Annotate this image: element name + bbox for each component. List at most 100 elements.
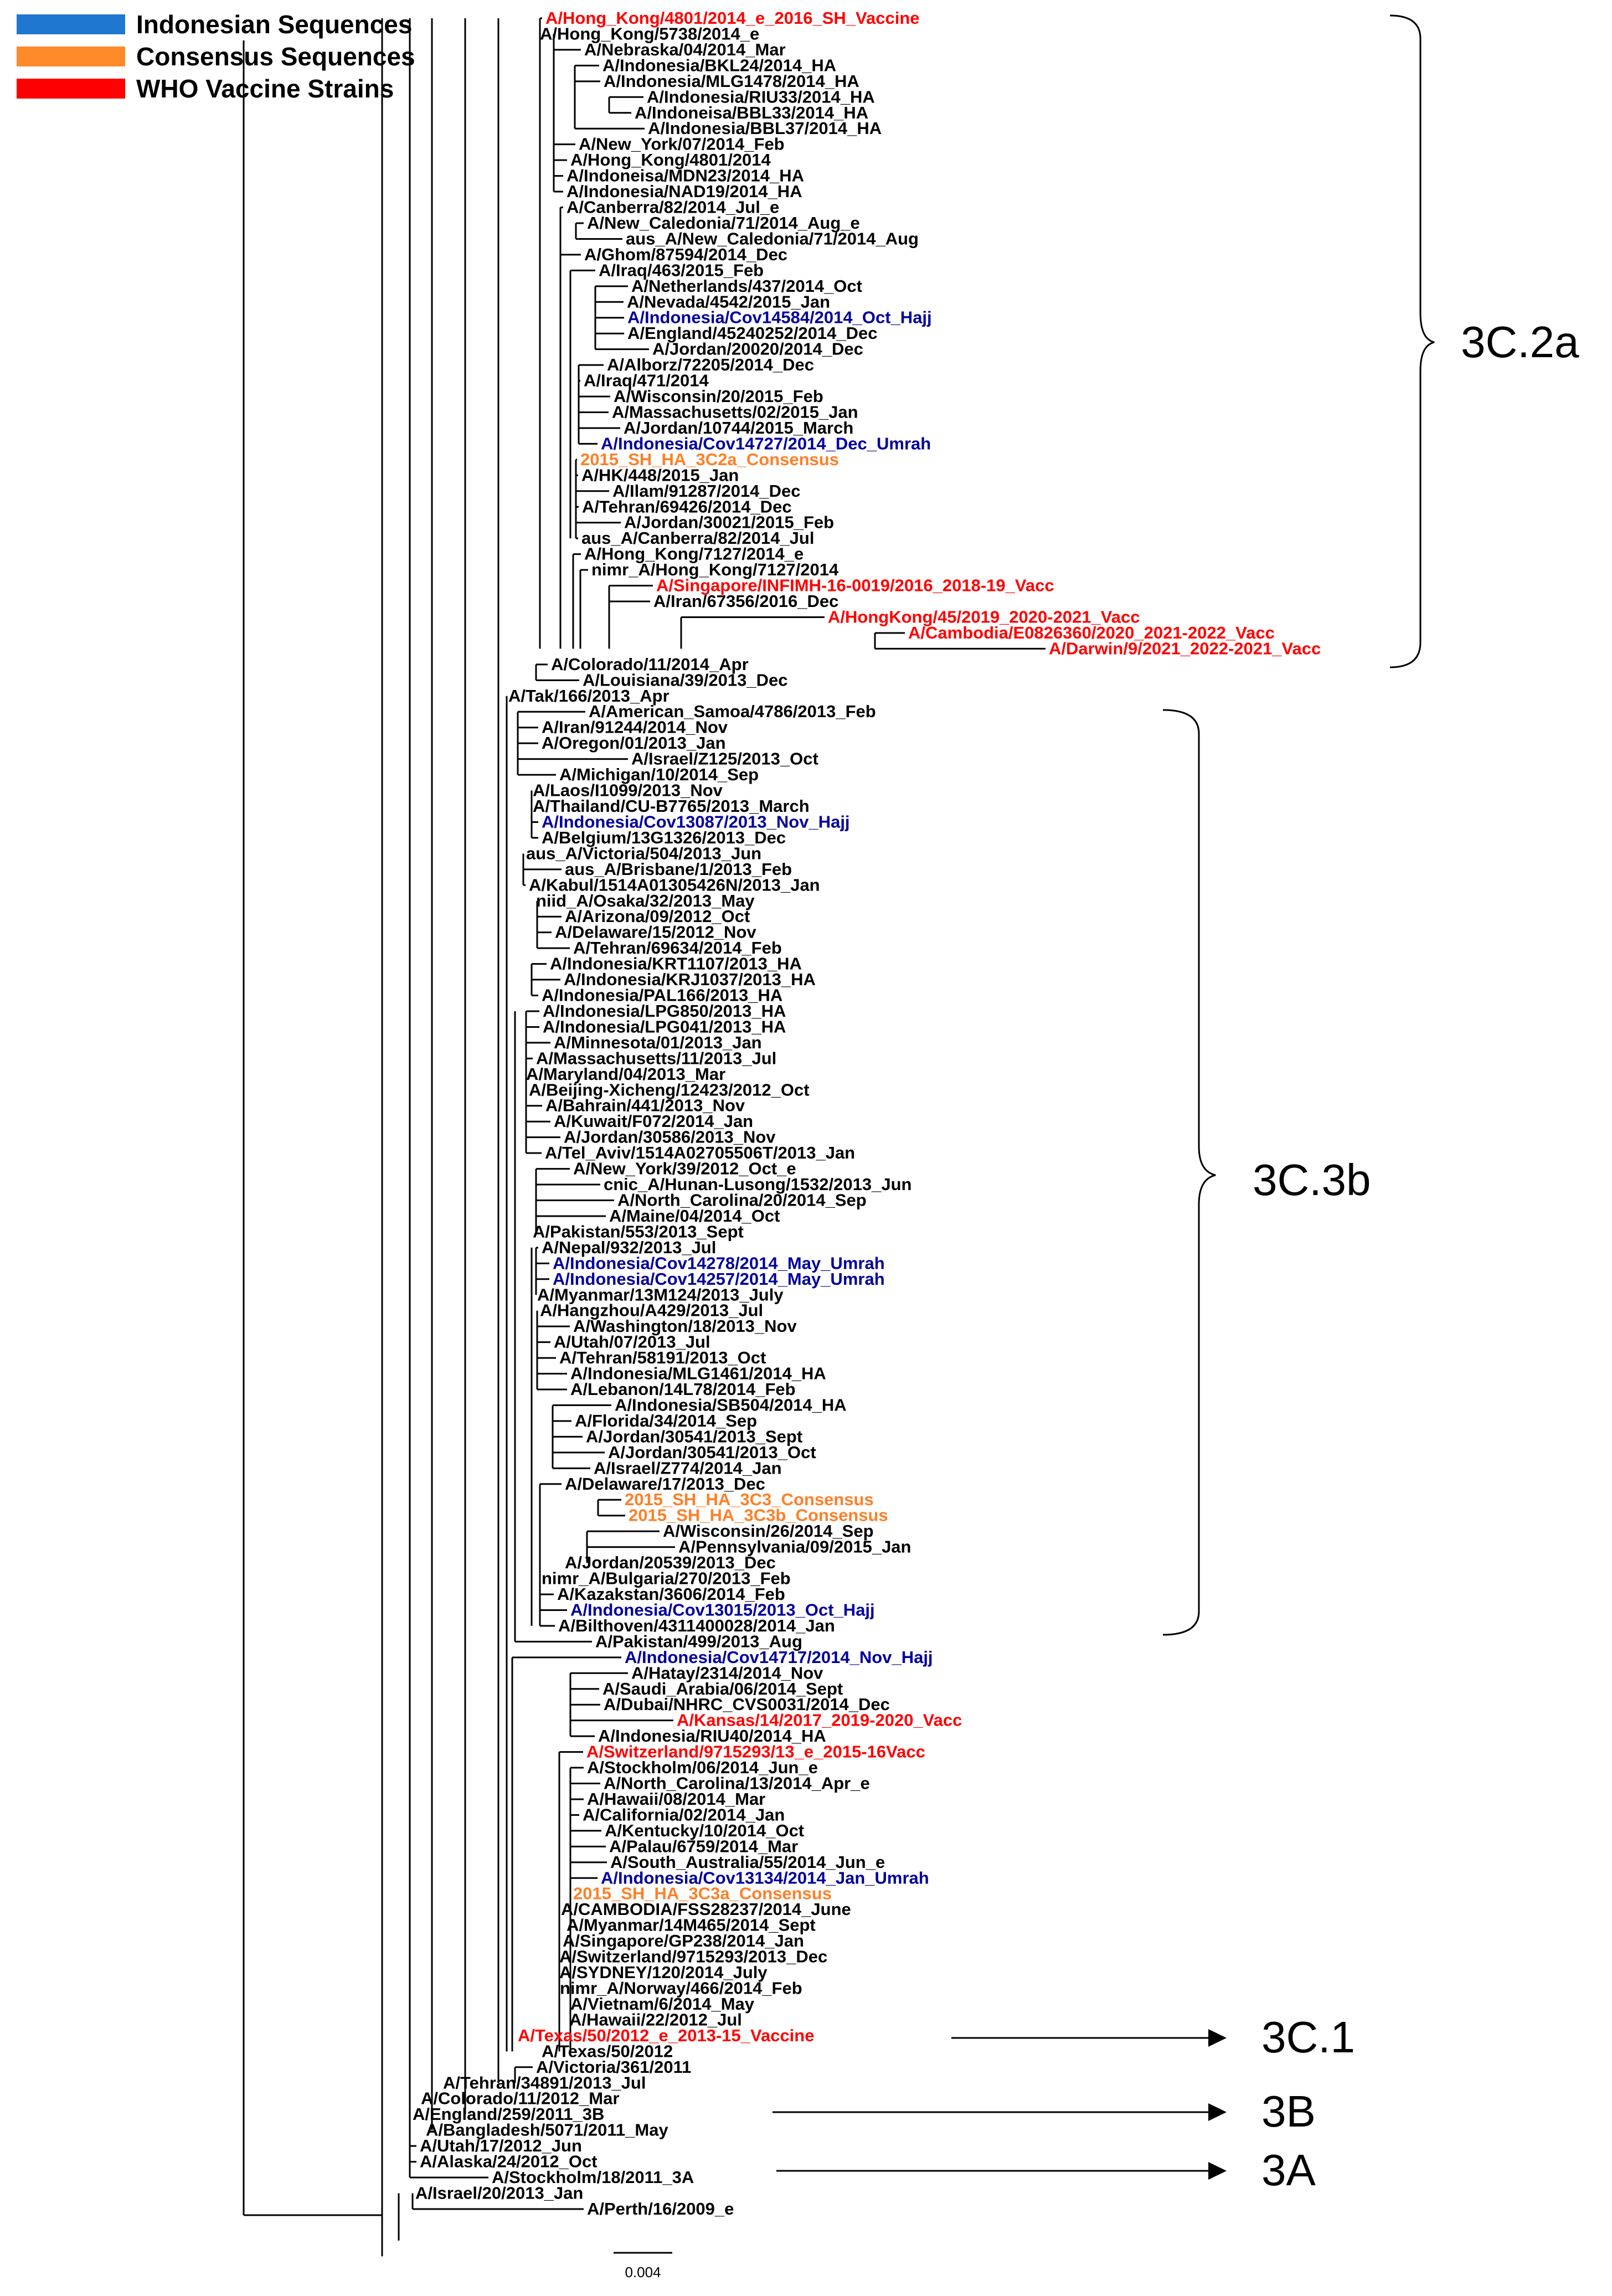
clade-arrowhead-3b	[1208, 2103, 1227, 2121]
taxon-label: A/Alborz/72205/2014_Dec	[607, 355, 814, 374]
taxon-label: A/Pakistan/553/2013_Sept	[533, 1222, 744, 1241]
taxon-label: 2015_SH_HA_3C3_Consensus	[625, 1490, 874, 1509]
taxon-label: niid_A/Osaka/32/2013_May	[536, 891, 755, 910]
taxon-label: A/Kabul/1514A01305426N/2013_Jan	[529, 875, 820, 894]
clade-label-3b: 3B	[1261, 2087, 1316, 2136]
clade-label-3c2a: 3C.2a	[1461, 317, 1579, 367]
taxon-label: A/Stockholm/06/2014_Jun_e	[587, 1758, 818, 1777]
taxon-label: A/Saudi_Arabia/06/2014_Sept	[602, 1679, 843, 1698]
taxon-label: A/Canberra/82/2014_Jul_e	[566, 198, 779, 217]
taxon-label: A/Maine/04/2014_Oct	[609, 1206, 780, 1226]
taxon-label: A/Iran/67356/2016_Dec	[653, 591, 838, 611]
taxon-label: A/Vietnam/6/2014_May	[570, 1994, 755, 2014]
taxon-label: A/Jordan/30021/2015_Feb	[624, 513, 834, 532]
taxon-label: A/Indonesia/RIU33/2014_HA	[647, 87, 875, 106]
taxon-label: A/Colorado/11/2012_Mar	[421, 2089, 619, 2108]
taxon-label: A/Louisiana/39/2013_Dec	[583, 670, 787, 689]
taxon-label: A/Indonesia/RIU40/2014_HA	[598, 1726, 826, 1746]
taxon-label: A/Iraq/471/2014	[584, 371, 709, 390]
clade-brace-3c3b	[1162, 709, 1216, 1636]
taxon-label: A/Myanmar/14M465/2014_Sept	[566, 1916, 816, 1935]
taxon-label: cnic_A/Hunan-Lusong/1532/2013_Jun	[604, 1175, 911, 1194]
taxon-label: A/CAMBODIA/FSS28237/2014_June	[561, 1899, 851, 1919]
taxon-label: A/Darwin/9/2021_2022-2021_Vacc	[1049, 639, 1321, 658]
taxon-label: A/Indonesia/LPG041/2013_HA	[543, 1017, 786, 1036]
taxon-label: A/New_York/07/2014_Feb	[579, 135, 785, 154]
taxon-label: A/Perth/16/2009_e	[587, 2199, 734, 2218]
taxon-label: A/American_Samoa/4786/2013_Feb	[589, 702, 876, 721]
taxon-label: A/Netherlands/437/2014_Oct	[631, 276, 862, 296]
taxon-label: A/Minnesota/01/2013_Jan	[554, 1033, 762, 1052]
clade-brace-3c2a	[1389, 14, 1435, 668]
taxon-label: A/Switzerland/9715293/13_e_2015-16Vacc	[586, 1742, 925, 1762]
taxon-label: A/Hong_Kong/7127/2014_e	[584, 544, 804, 564]
taxon-label: A/Pakistan/499/2013_Aug	[595, 1631, 802, 1651]
taxon-label: A/Jordan/30541/2013_Sept	[586, 1427, 802, 1446]
taxon-label: A/Indonesia/KRJ1037/2013_HA	[564, 970, 816, 989]
tree-branches	[243, 17, 1046, 2257]
taxon-label: A/Switzerland/9715293/2013_Dec	[559, 1947, 827, 1966]
taxon-label: A/Texas/50/2012	[542, 2041, 673, 2061]
taxon-label: A/HK/448/2015_Jan	[581, 465, 739, 485]
legend-label-indonesian: Indonesian Sequences	[136, 10, 412, 39]
taxon-label: A/Tehran/58191/2013_Oct	[559, 1348, 766, 1367]
clade-arrowhead-3c1	[1208, 2029, 1227, 2047]
taxon-label: A/Laos/I1099/2013_Nov	[533, 781, 723, 800]
taxon-label: A/Thailand/CU-B7765/2013_March	[533, 796, 810, 816]
taxon-label: A/Iran/91244/2014_Nov	[542, 718, 728, 737]
legend-swatch-consensus	[17, 47, 125, 66]
taxon-label: A/Jordan/10744/2015_March	[624, 418, 853, 437]
taxon-label: A/Myanmar/13M124/2013_July	[537, 1285, 784, 1304]
taxon-label: A/Tehran/69634/2014_Feb	[573, 938, 782, 957]
taxon-label: A/Bilthoven/4311400028/2014_Jan	[558, 1616, 835, 1635]
taxon-label: A/Tak/166/2013_Apr	[508, 686, 669, 706]
taxon-label: A/Indonesia/PAL166/2013_HA	[542, 986, 782, 1005]
taxon-label: A/Palau/6759/2014_Mar	[609, 1836, 798, 1856]
taxon-labels: A/Hong_Kong/4801/2014_e_2016_SH_VaccineA…	[413, 8, 1321, 2218]
taxon-label: A/Beijing-Xicheng/12423/2012_Oct	[529, 1080, 810, 1099]
taxon-label: A/Arizona/09/2012_Oct	[565, 907, 750, 926]
legend-swatch-vaccine	[17, 79, 125, 99]
taxon-label: A/Indonesia/Cov14278/2014_May_Umrah	[553, 1253, 885, 1273]
taxon-label: A/Nepal/932/2013_Jul	[542, 1238, 716, 1257]
taxon-label: 2015_SH_HA_3C3a_Consensus	[573, 1884, 832, 1903]
taxon-label: A/Tehran/34891/2013_Jul	[443, 2073, 646, 2092]
taxon-label: A/Indonesia/Cov13015/2013_Oct_Hajj	[570, 1600, 875, 1619]
clade-label-3a: 3A	[1261, 2145, 1316, 2195]
taxon-label: A/Indonesia/BKL24/2014_HA	[602, 55, 836, 75]
taxon-label: A/Oregon/01/2013_Jan	[542, 733, 726, 753]
taxon-label: A/Tehran/69426/2014_Dec	[582, 497, 792, 516]
taxon-label: nimr_A/Norway/466/2014_Feb	[560, 1979, 802, 1998]
taxon-label: 2015_SH_HA_3C2a_Consensus	[580, 450, 839, 469]
taxon-label: A/HongKong/45/2019_2020-2021_Vacc	[828, 607, 1140, 626]
legend-label-consensus: Consensus Sequences	[136, 42, 415, 71]
taxon-label: A/Indonesia/BBL37/2014_HA	[648, 119, 882, 138]
taxon-label: A/Ghom/87594/2014_Dec	[584, 245, 787, 264]
taxon-label: A/Lebanon/14L78/2014_Feb	[570, 1379, 796, 1399]
taxon-label: A/Israel/Z125/2013_Oct	[631, 749, 818, 769]
taxon-label: A/Hong_Kong/4801/2014_e_2016_SH_Vaccine	[545, 8, 920, 28]
taxon-label: A/Indonesia/KRT1107/2013_HA	[550, 954, 802, 974]
taxon-label: A/Stockholm/18/2011_3A	[492, 2168, 694, 2187]
taxon-label: A/Indonesia/Cov14727/2014_Dec_Umrah	[601, 434, 931, 453]
taxon-label: A/Israel/Z774/2014_Jan	[594, 1458, 782, 1478]
taxon-label: A/Utah/07/2013_Jul	[554, 1332, 710, 1352]
taxon-label: 2015_SH_HA_3C3b_Consensus	[629, 1506, 888, 1525]
taxon-label: A/Indonesia/Cov14717/2014_Nov_Hajj	[625, 1648, 933, 1667]
taxon-label: A/Delaware/15/2012_Nov	[555, 923, 756, 942]
taxon-label: A/Ilam/91287/2014_Dec	[612, 481, 801, 501]
taxon-label: A/Kuwait/F072/2014_Jan	[554, 1111, 753, 1131]
taxon-label: A/Hangzhou/A429/2013_Jul	[540, 1301, 763, 1320]
taxon-label: A/Indonesia/LPG850/2013_HA	[543, 1001, 786, 1021]
taxon-label: nimr_A/Hong_Kong/7127/2014	[591, 560, 839, 579]
taxon-label: A/Tel_Aviv/1514A02705506T/2013_Jan	[545, 1143, 855, 1162]
taxon-label: A/Bangladesh/5071/2011_May	[426, 2120, 668, 2140]
taxon-label: A/New_York/39/2012_Oct_e	[573, 1159, 796, 1178]
taxon-label: A/Jordan/20020/2014_Dec	[652, 339, 863, 359]
taxon-label: A/Maryland/04/2013_Mar	[526, 1064, 725, 1084]
taxon-label: A/California/02/2014_Jan	[583, 1805, 785, 1824]
taxon-label: A/Massachusetts/02/2015_Jan	[612, 403, 858, 422]
taxon-label: A/Singapore/INFIMH-16-0019/2016_2018-19_…	[656, 576, 1054, 595]
scale-bar-label: 0.004	[625, 2264, 661, 2280]
